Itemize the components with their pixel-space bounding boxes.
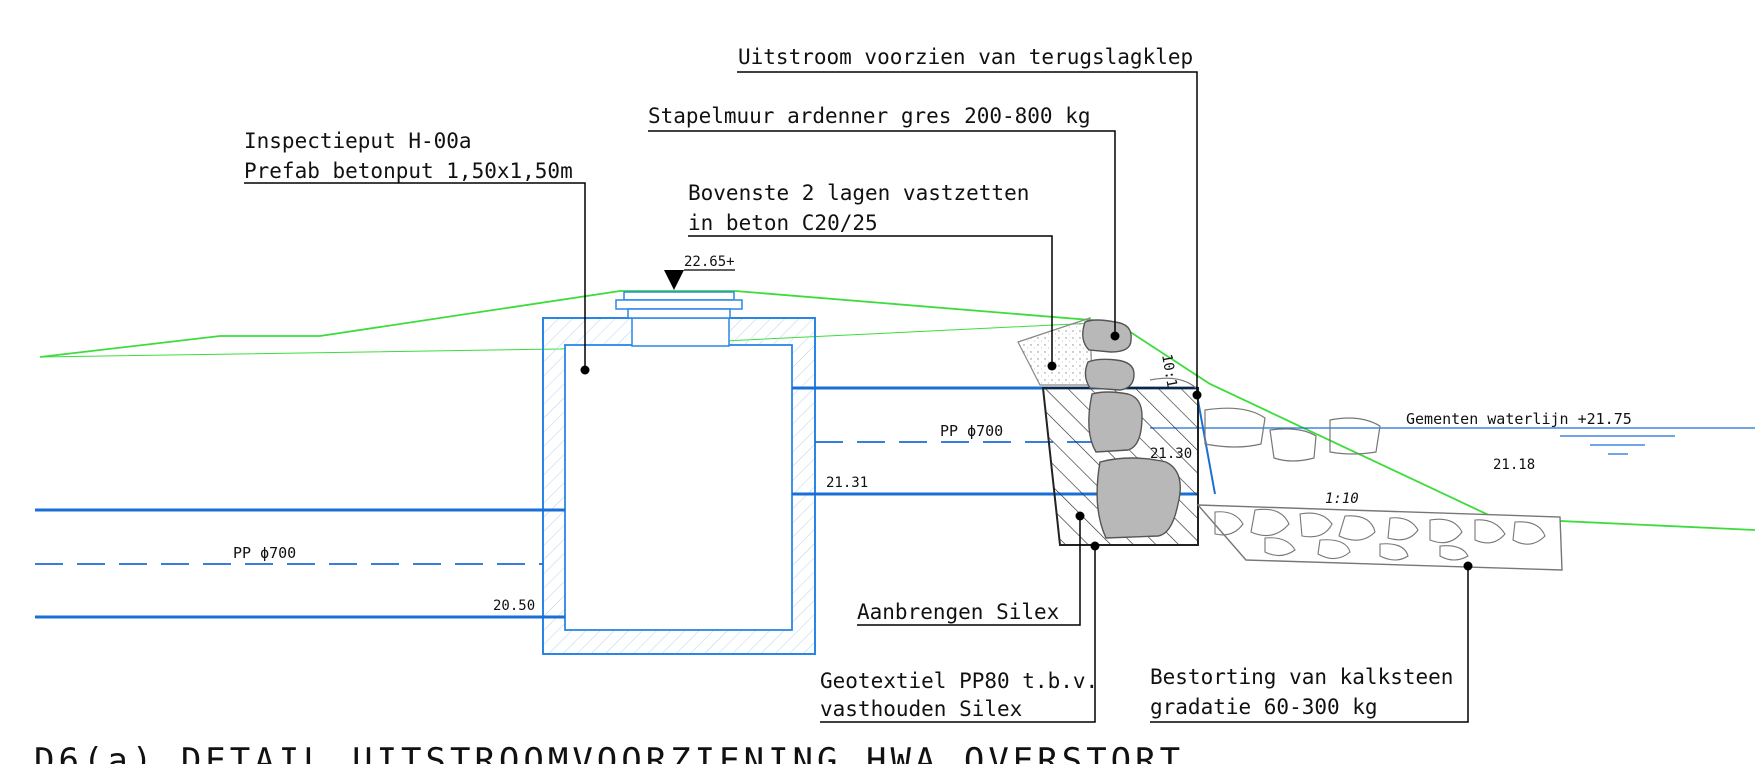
label-geotextiel-2: vasthouden Silex [820,697,1022,721]
label-geotextiel-1: Geotextiel PP80 t.b.v. [820,669,1098,693]
label-silex: Aanbrengen Silex [857,600,1059,624]
rock-fill [1196,504,1563,571]
slope-label-wall: 10:1 [1158,353,1180,389]
drawing-title: D6(a) DETAIL UITSTROOMVOORZIENING HWA OV… [34,741,1184,764]
leader-lines [244,71,1469,723]
label-bovenste-1: Bovenste 2 lagen vastzetten [688,181,1029,205]
level-pipe-right: 21.31 [826,475,868,491]
label-waterlijn: Gementen waterlijn +21.75 [1406,410,1632,428]
label-inspectieput-1: Inspectieput H-00a [244,129,472,153]
label-bovenste-2: in beton C20/25 [688,211,878,235]
inspection-manhole [542,291,816,655]
label-inspectieput-2: Prefab betonput 1,50x1,50m [244,159,573,183]
level-top: 22.65+ [684,254,735,270]
pipe-label-left: PP ϕ700 [233,544,296,562]
label-stapelmuur: Stapelmuur ardenner gres 200-800 kg [648,104,1091,128]
level-marker [664,270,684,290]
label-uitstroom: Uitstroom voorzien van terugslagklep [738,45,1193,69]
leader-dots [580,331,1473,571]
label-bestorting-1: Bestorting van kalksteen [1150,665,1453,689]
water-line [1150,427,1755,455]
slope-label-embankment: 1:10 [1325,491,1359,507]
stone-wall [1017,317,1381,546]
pipe-label-right: PP ϕ700 [940,422,1003,440]
level-pipe-left: 20.50 [493,598,535,614]
label-bestorting-2: gradatie 60-300 kg [1150,695,1378,719]
level-slope-toe: 21.18 [1493,457,1535,473]
level-pipe-wall: 21.30 [1150,446,1192,462]
